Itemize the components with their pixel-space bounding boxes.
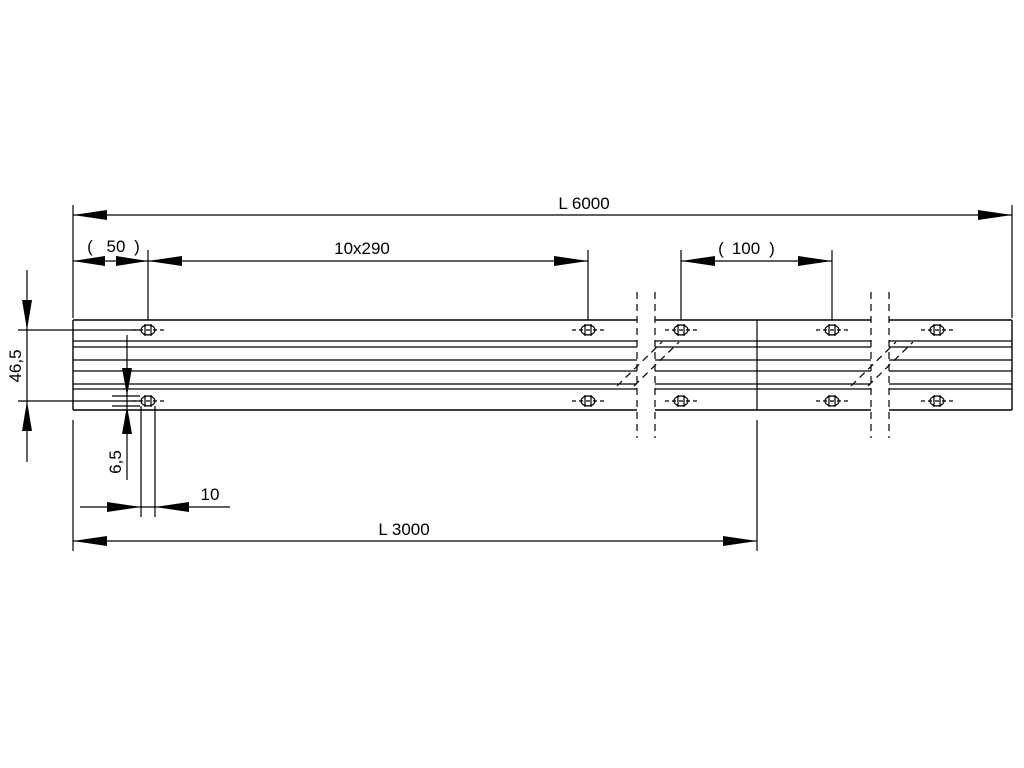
dimension-half-length: L 3000 [72, 420, 758, 551]
rail-segment-right [889, 319, 1013, 411]
paren-open: ( [87, 237, 93, 256]
hole [921, 395, 953, 407]
hole [665, 395, 697, 407]
mounting-holes [132, 324, 953, 407]
hole [132, 395, 164, 407]
dimension-label-overall: L 6000 [558, 194, 609, 213]
hole [572, 324, 604, 336]
hole [132, 324, 164, 336]
hole [816, 324, 848, 336]
hole [572, 395, 604, 407]
dimension-overall-length: L 6000 [72, 194, 1013, 318]
paren-close: ) [769, 239, 775, 258]
rail-segment-left [72, 319, 637, 411]
dimension-label-end-spacing: 100 [732, 239, 760, 258]
dimension-hole-edge: 10 [80, 406, 230, 517]
dimension-label-hole-diameter: 6,5 [106, 450, 125, 474]
hole [665, 324, 697, 336]
dimension-end-spacing: ( 100 ) [680, 239, 833, 320]
dimension-label-hole-edge: 10 [201, 485, 220, 504]
paren-close: ) [134, 237, 140, 256]
hole [816, 395, 848, 407]
dimension-label-edge-offset: 50 [107, 237, 126, 256]
break-symbol-left [616, 292, 680, 438]
dimension-hole-diameter: 6,5 [106, 335, 140, 480]
break-symbol-right [850, 292, 914, 438]
hole [921, 324, 953, 336]
dimension-label-hole-pitch: 10x290 [334, 239, 390, 258]
dimension-edge-offset: ( 50 ) [73, 237, 149, 320]
paren-open: ( [718, 239, 724, 258]
dimension-height: 46,5 [6, 270, 140, 462]
dimension-hole-pitch: 10x290 [148, 239, 589, 320]
dimension-label-half-length: L 3000 [378, 520, 429, 539]
rail-body [72, 292, 1013, 438]
dimension-label-height: 46,5 [6, 349, 25, 382]
rail-segment-middle [655, 319, 871, 411]
